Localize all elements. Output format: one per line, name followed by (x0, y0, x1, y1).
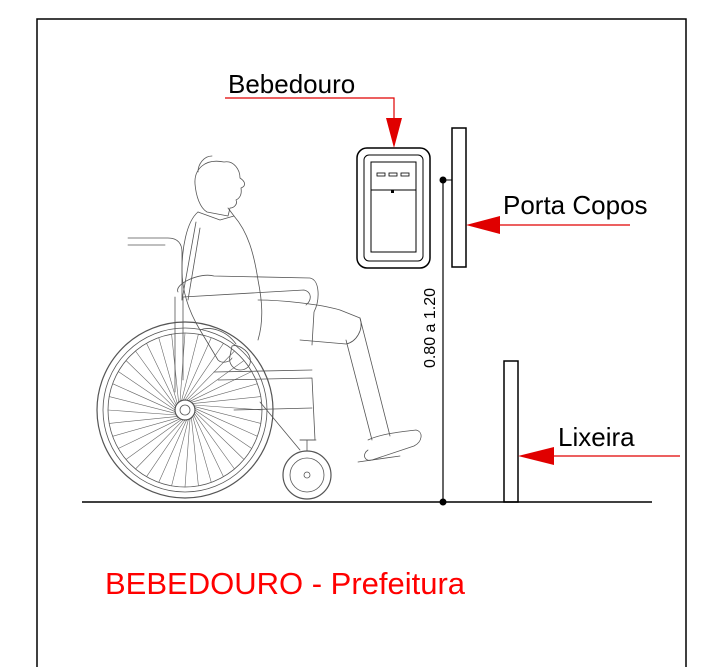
wheel-spoke (193, 414, 224, 478)
arrow-bebedouro (386, 118, 402, 148)
wheel-spoke (191, 383, 258, 403)
arrow-lixeira (518, 447, 554, 465)
wheel-spoke (112, 383, 176, 413)
wheel-spoke (107, 409, 177, 416)
wheel-spoke (188, 360, 245, 401)
wheel-spoke (184, 342, 224, 401)
wheel-spoke (194, 413, 235, 470)
leader-bebedouro (225, 97, 395, 120)
wheel-spoke (108, 396, 176, 414)
wheel-spoke (135, 419, 184, 470)
wheel-spoke (158, 337, 178, 404)
wheel-spoke (186, 350, 235, 401)
wheel-spoke (194, 411, 245, 460)
wheel-spoke (179, 332, 186, 402)
wheel-spoke (193, 404, 263, 411)
wheel-spoke (125, 419, 182, 460)
label-porta-copos: Porta Copos (503, 190, 648, 220)
wheel-spoke (118, 418, 181, 449)
wheel-spoke (191, 417, 199, 487)
wheel-spoke (125, 360, 176, 409)
wheel-spoke (171, 419, 189, 487)
wheel-spoke (181, 333, 199, 401)
wheel-spoke (194, 407, 258, 437)
water-fountain-icon (356, 147, 431, 269)
wheel-spoke (194, 409, 252, 449)
trash-bin-post (503, 360, 519, 503)
frame-border (36, 18, 687, 667)
wheel-spoke (146, 342, 177, 406)
wheel-spoke (135, 350, 176, 407)
dimension-line (439, 176, 452, 506)
dimension-label: 0.80 a 1.20 (422, 288, 439, 368)
wheel-spokes (107, 332, 263, 488)
wheel-spoke (184, 418, 191, 488)
wheel-spoke (158, 419, 187, 483)
wheel-spoke (183, 337, 212, 401)
wheel-spoke (146, 419, 186, 478)
wheel-spoke (192, 416, 212, 483)
wheel-spoke (194, 406, 262, 424)
cup-holder-panel (451, 127, 467, 268)
wheel-spoke (108, 416, 178, 424)
wheel-spoke (112, 417, 179, 437)
wheel-spoke (189, 371, 252, 402)
wheelchair-user-icon (96, 155, 422, 500)
wheel-spoke (192, 396, 262, 404)
wheel-spoke (118, 371, 176, 411)
label-bebedouro: Bebedouro (228, 69, 355, 99)
drawing-title: BEBEDOURO - Prefeitura (105, 566, 466, 601)
arrow-porta-copos (466, 216, 500, 234)
label-lixeira: Lixeira (558, 422, 635, 452)
